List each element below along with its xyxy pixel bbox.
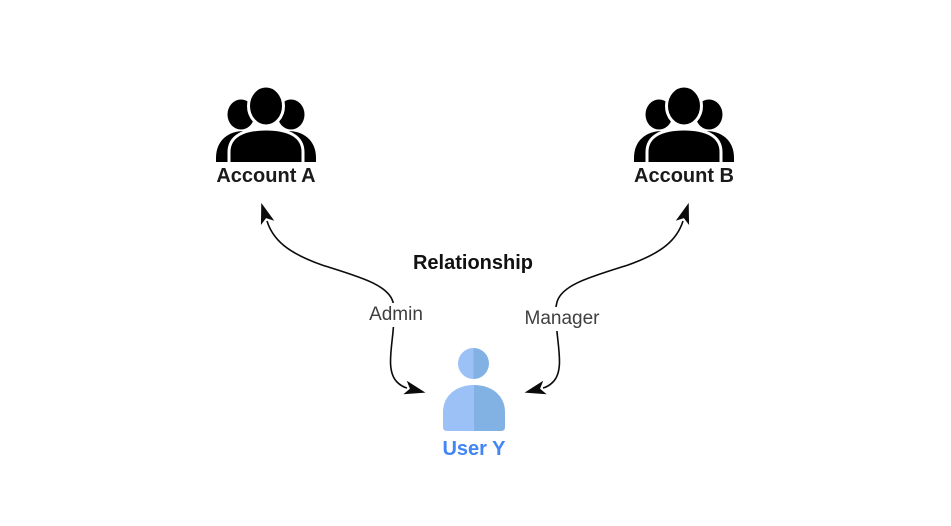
edge-label-admin: Admin: [364, 303, 428, 327]
node-account-b: Account B: [628, 82, 740, 188]
group-icon: [634, 84, 734, 162]
person-icon: [443, 348, 505, 431]
edge-label-manager: Manager: [519, 307, 605, 331]
edge-manager-curve: [524, 202, 690, 395]
node-account-a: Account A: [210, 82, 322, 188]
group-icon: [216, 84, 316, 162]
node-user-y: User Y: [442, 346, 506, 461]
diagram-title: Relationship: [412, 252, 534, 274]
node-label-account-b: Account B: [634, 165, 734, 187]
node-label-account-a: Account A: [216, 165, 316, 187]
node-label-user-y: User Y: [442, 438, 506, 460]
